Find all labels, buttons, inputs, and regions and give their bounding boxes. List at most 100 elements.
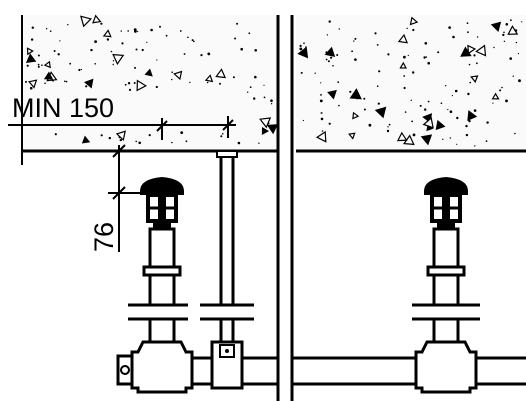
aggregate-dot [110,50,113,53]
aggregate-dot [521,21,523,23]
aggregate-dot [363,108,366,111]
aggregate-stone [173,70,183,81]
aggregate-stone [467,44,477,55]
aggregate-dot [148,134,151,137]
aggregate-dot [404,111,407,113]
aggregate-dot [90,48,93,52]
aggregate-dot [387,126,389,128]
aggregate-dot [171,78,173,81]
aggregate-dot [517,53,520,55]
aggregate-dot [249,86,252,88]
aggregate-dot [427,61,431,65]
aggregate-stone [26,47,34,56]
aggregate-dot [351,50,353,53]
aggregate-stone [475,44,487,57]
aggregate-dot [30,38,34,41]
aggregate-dot [85,85,88,88]
aggregate-dot [200,54,203,57]
aggregate-dot [137,30,139,33]
aggregate-dot [388,123,391,126]
aggregate-stone [92,14,102,24]
aggregate-dot [221,133,224,135]
aggregate-stone [261,126,270,136]
aggregate-dot [94,40,97,43]
aggregate-dot [127,82,131,85]
aggregate-dot [49,30,52,32]
aggregate-stone [349,88,362,100]
aggregate-dot [473,109,477,112]
dimension-min-150: MIN 150 [8,93,236,140]
aggregate-dot [485,140,488,143]
aggregate-stone [43,71,54,80]
aggregate-dot [263,84,265,86]
concrete-aggregate-right [297,16,523,147]
aggregate-dot [300,71,303,74]
aggregate-dot [135,48,138,51]
concrete-aggregate-left [25,14,278,145]
aggregate-stone [420,134,433,146]
aggregate-stone [259,117,272,129]
aggregate-dot [64,80,66,83]
aggregate-dot [406,27,408,30]
aggregate-dot [320,94,322,96]
aggregate-dot [248,32,251,35]
aggregate-dot [328,122,331,125]
aggregate-dot [456,116,459,120]
aggregate-dot [449,110,453,113]
aggregate-dot [377,102,380,105]
aggregate-stone [460,46,472,57]
aggregate-dot [25,80,27,83]
aggregate-dot [54,133,57,136]
aggregate-dot [336,54,339,56]
aggregate-stone [80,15,93,28]
aggregate-dot [448,26,451,29]
aggregate-dot [387,53,390,56]
aggregate-dot [31,26,34,29]
aggregate-stone [409,16,419,26]
aggregate-dot [134,66,136,69]
aggregate-stone [25,53,37,64]
aggregate-dot [403,55,406,59]
aggregate-dot [493,46,495,49]
aggregate-dot [247,91,249,93]
aggregate-dot [146,41,148,44]
aggregate-dot [159,25,161,28]
aggregate-stone [81,135,91,144]
aggregate-dot [108,136,112,140]
sprinkler-assembly-right [412,175,480,394]
break-line [276,15,294,401]
aggregate-dot [325,58,328,61]
aggregate-stone [397,33,409,44]
aggregate-dot [303,42,305,44]
aggregate-stone [43,60,51,69]
aggregate-stone [27,79,38,89]
aggregate-dot [189,81,191,84]
sprinkler-head-left-icon [138,175,186,231]
concrete-slab-left [21,14,278,165]
aggregate-dot [473,54,476,57]
aggregate-dot [135,140,137,143]
aggregate-dot [53,50,56,52]
aggregate-dot [363,97,366,100]
aggregate-dot [133,82,136,84]
aggregate-dot [37,65,40,68]
aggregate-dot [514,132,516,135]
aggregate-dot [512,75,514,77]
branch-pipe [192,356,526,386]
aggregate-dot [57,53,60,56]
aggregate-dot [302,119,304,122]
aggregate-dot [321,130,324,132]
aggregate-dot [80,68,82,71]
aggregate-dot [424,108,427,111]
aggregate-dot [69,62,72,65]
aggregate-dot [353,40,355,42]
aggregate-stone [399,61,408,69]
aggregate-dot [476,62,478,65]
aggregate-dot [44,82,46,85]
aggregate-dot [180,131,184,135]
aggregate-stone [84,78,94,89]
aggregate-dot [338,28,340,30]
aggregate-dot [403,86,406,90]
aggregate-dot [425,56,428,58]
aggregate-dot [253,97,256,100]
